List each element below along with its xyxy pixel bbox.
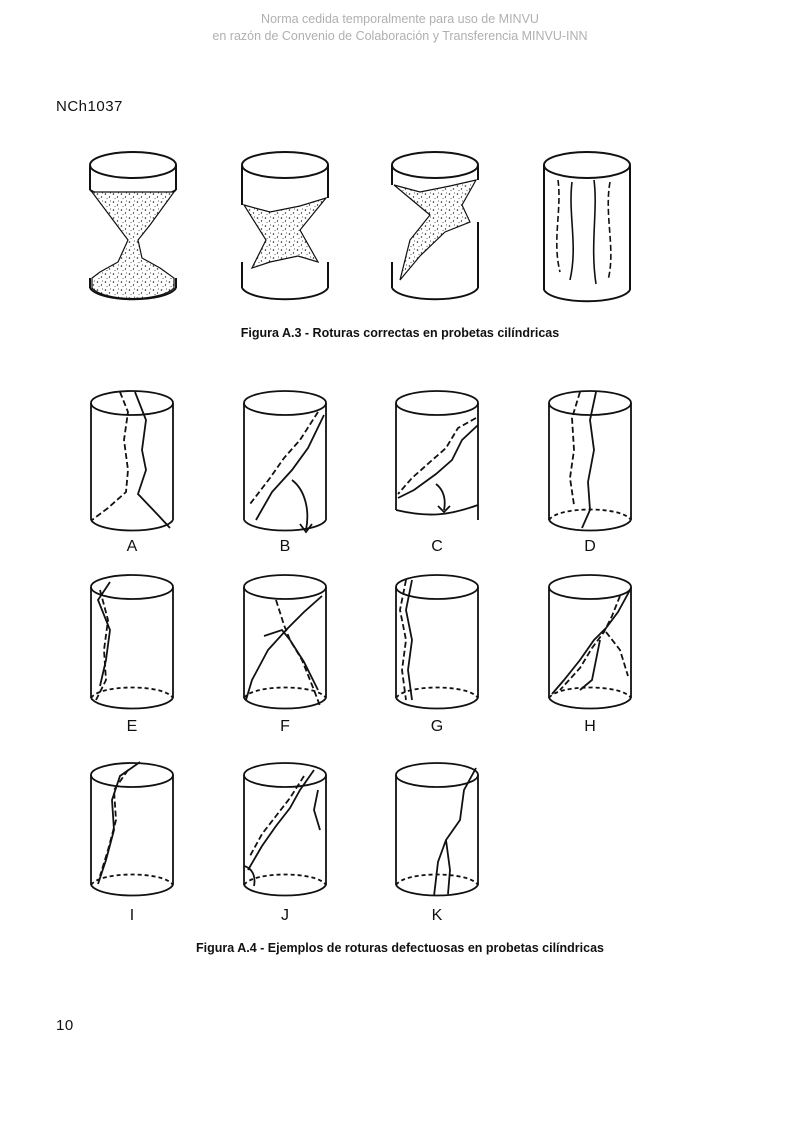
- document-code: NCh1037: [56, 98, 123, 115]
- figure-label-d: D: [584, 538, 596, 555]
- cylinder-cone-shear-break: [391, 151, 479, 301]
- figure-label-b: B: [279, 538, 291, 555]
- watermark-line-1: Norma cedida temporalmente para uso de M…: [261, 12, 539, 26]
- figure-a4-illustration: [90, 390, 632, 897]
- cylinder-cone-break: [89, 151, 177, 301]
- cylinder-j: [243, 762, 327, 897]
- figure-label-j: J: [281, 907, 289, 924]
- watermark-line-2: en razón de Convenio de Colaboración y T…: [212, 29, 588, 43]
- cylinder-c: [395, 390, 479, 520]
- cylinder-d: [548, 390, 632, 532]
- cylinder-h: [548, 574, 632, 710]
- figure-label-k: K: [431, 907, 443, 924]
- figure-a3-caption: Figura A.3 - Roturas correctas en probet…: [240, 326, 560, 340]
- cylinder-columnar-break: [543, 151, 631, 303]
- cylinder-a: [90, 390, 174, 532]
- cylinder-g: [395, 574, 479, 710]
- figure-a4-caption: Figura A.4 - Ejemplos de roturas defectu…: [196, 941, 604, 955]
- cylinder-e: [90, 574, 174, 710]
- figure-label-g: G: [430, 718, 444, 735]
- cylinder-cone-split-break: [241, 151, 329, 301]
- figure-label-c: C: [431, 538, 443, 555]
- cylinder-i: [90, 761, 174, 897]
- cylinder-k: [395, 762, 479, 897]
- watermark: Norma cedida temporalmente para uso de M…: [0, 11, 800, 45]
- page-number: 10: [56, 1017, 74, 1034]
- figure-label-a: A: [126, 538, 138, 555]
- cylinder-b: [243, 390, 327, 534]
- figure-a3-illustration: [89, 151, 631, 303]
- cylinder-f: [243, 574, 327, 710]
- figure-label-i: I: [129, 907, 135, 924]
- figure-label-f: F: [280, 718, 290, 735]
- figure-label-h: H: [584, 718, 596, 735]
- figure-label-e: E: [126, 718, 138, 735]
